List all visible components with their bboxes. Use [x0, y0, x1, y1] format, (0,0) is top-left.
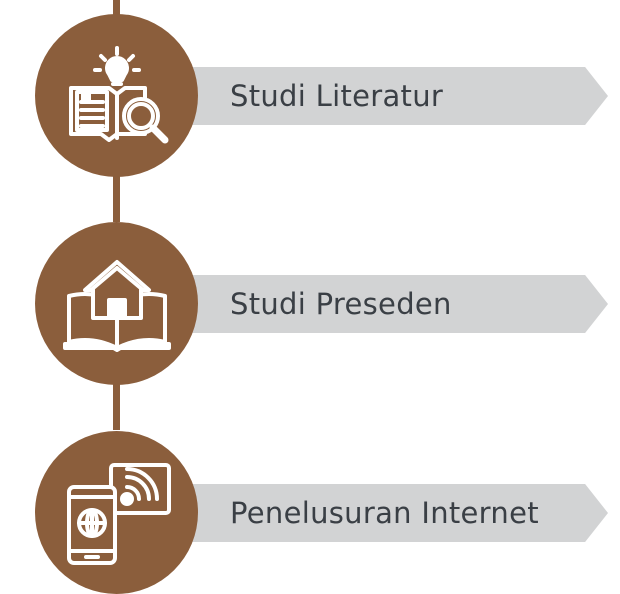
- step-label-bar: Studi Preseden: [150, 275, 608, 333]
- step-studi-preseden: Studi Preseden: [0, 222, 620, 385]
- step-circle: [35, 14, 198, 177]
- timeline-connector-1: [113, 176, 120, 222]
- step-circle: [35, 222, 198, 385]
- step-label: Studi Preseden: [230, 287, 452, 321]
- timeline-connector-top: [113, 0, 120, 20]
- timeline-connector-2: [113, 384, 120, 430]
- open-book-house-icon: [63, 260, 171, 352]
- step-label: Studi Literatur: [230, 79, 444, 113]
- step-penelusuran-internet: Penelusuran Internet: [0, 431, 620, 594]
- step-label-bar: Penelusuran Internet: [150, 484, 608, 542]
- phone-globe-wifi-icon: [67, 463, 171, 565]
- book-magnifier-lightbulb-icon: [69, 46, 169, 144]
- step-circle: [35, 431, 198, 594]
- step-label: Penelusuran Internet: [230, 496, 539, 530]
- step-studi-literatur: Studi Literatur: [0, 14, 620, 177]
- step-label-bar: Studi Literatur: [150, 67, 608, 125]
